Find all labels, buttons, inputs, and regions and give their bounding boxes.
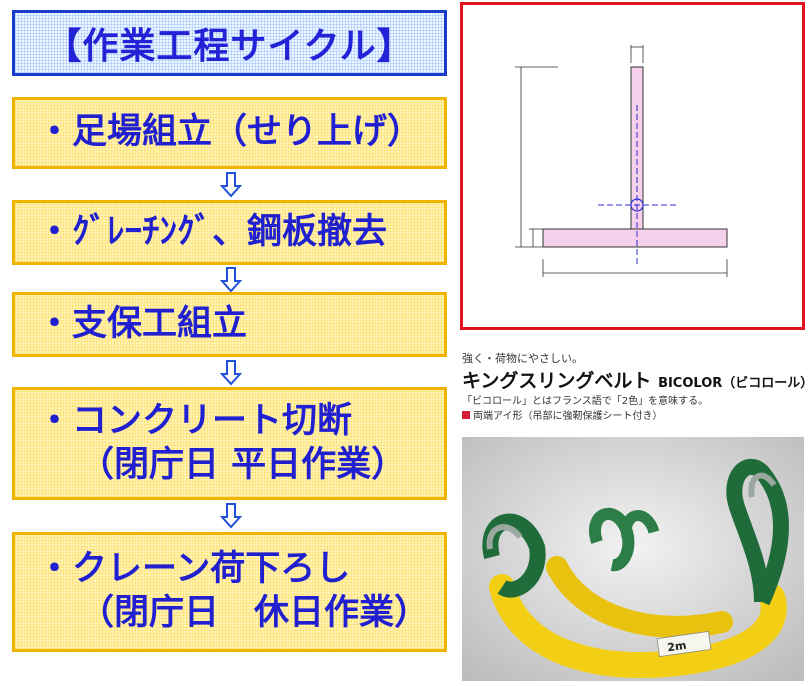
down-arrow-icon — [220, 267, 242, 293]
belt-tag-label: 2m — [666, 639, 687, 655]
catalog-spec: 両端アイ形（吊部に強靭保護シート付き） — [462, 407, 663, 422]
step-2-text: ・ｸﾞﾚｰﾁﾝｸﾞ、鋼板撤去 — [37, 211, 388, 252]
catalog-title: キングスリングベルト BICOLOR（ビコロール） — [462, 366, 811, 393]
down-arrow-icon — [220, 503, 242, 529]
down-arrow-icon — [220, 172, 242, 198]
belt-yellow-loop — [489, 574, 787, 678]
t-section-drawing — [515, 45, 728, 277]
step-4-box: ・コンクリート切断 （閉庁日 平日作業） — [12, 387, 447, 500]
step-5-box: ・クレーン荷下ろし （閉庁日 休日作業） — [12, 532, 447, 652]
centroid-marker — [630, 198, 644, 212]
catalog-tagline: 強く・荷物にやさしい。 — [462, 352, 583, 365]
sling-belt-photo: 2m — [462, 437, 804, 681]
catalog-product-name: キングスリングベルト — [462, 370, 652, 392]
down-arrow-icon — [220, 360, 242, 386]
cycle-title: 【作業工程サイクル】 — [45, 26, 414, 67]
step-1-text: ・足場組立（せり上げ） — [37, 112, 423, 153]
t-section-drawing-frame — [460, 2, 805, 330]
cycle-title-box: 【作業工程サイクル】 — [12, 10, 447, 76]
step-4-subtext: （閉庁日 平日作業） — [79, 444, 407, 485]
step-5-subtext: （閉庁日 休日作業） — [79, 593, 430, 633]
red-square-icon — [462, 410, 470, 419]
step-3-text: ・支保工組立 — [37, 303, 248, 344]
step-3-box: ・支保工組立 — [12, 292, 447, 357]
step-2-box: ・ｸﾞﾚｰﾁﾝｸﾞ、鋼板撤去 — [12, 200, 447, 265]
belt-green-eye-right — [726, 459, 789, 606]
t-section-flange — [542, 228, 728, 248]
step-4-text: ・コンクリート切断 — [37, 400, 353, 441]
step-5-text: ・クレーン荷下ろし — [37, 549, 351, 590]
step-1-box: ・足場組立（せり上げ） — [12, 97, 447, 169]
catalog-subtitle: BICOLOR（ビコロール） — [658, 376, 811, 391]
catalog-spec-text: 両端アイ形（吊部に強靭保護シート付き） — [473, 411, 663, 422]
catalog-note: 「ビコロール」とはフランス語で「2色」を意味する。 — [462, 396, 709, 407]
